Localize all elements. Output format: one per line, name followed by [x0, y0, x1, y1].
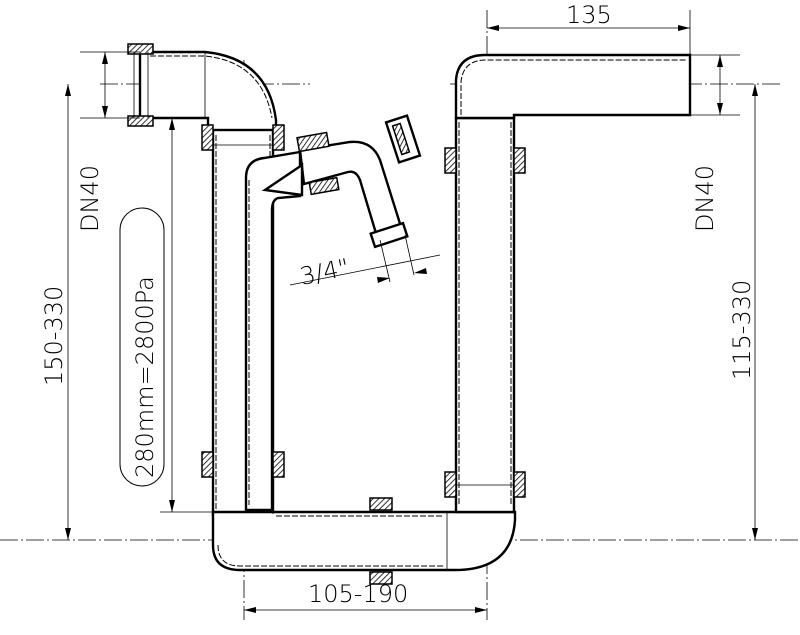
dim-right-height: 115-330	[728, 280, 756, 380]
dimension-lines	[65, 10, 758, 613]
dim-right-diameter: DN40	[691, 165, 719, 232]
dim-valve-connection: 3/4"	[297, 253, 351, 291]
right-outlet-elbow	[454, 53, 692, 120]
left-inlet-elbow	[127, 43, 278, 134]
overflow-valve	[261, 131, 409, 249]
dim-left-diameter: DN40	[76, 165, 104, 232]
dim-water-seal: 280mm=2800Pa	[131, 276, 159, 478]
bottom-pipe	[211, 497, 517, 585]
right-vertical-tube	[444, 116, 526, 514]
dim-top-width: 135	[566, 1, 612, 29]
dim-bottom-width: 105-190	[308, 580, 408, 608]
dim-left-height: 150-330	[40, 286, 68, 386]
inner-tube	[244, 150, 302, 512]
valve-cap	[384, 114, 422, 164]
